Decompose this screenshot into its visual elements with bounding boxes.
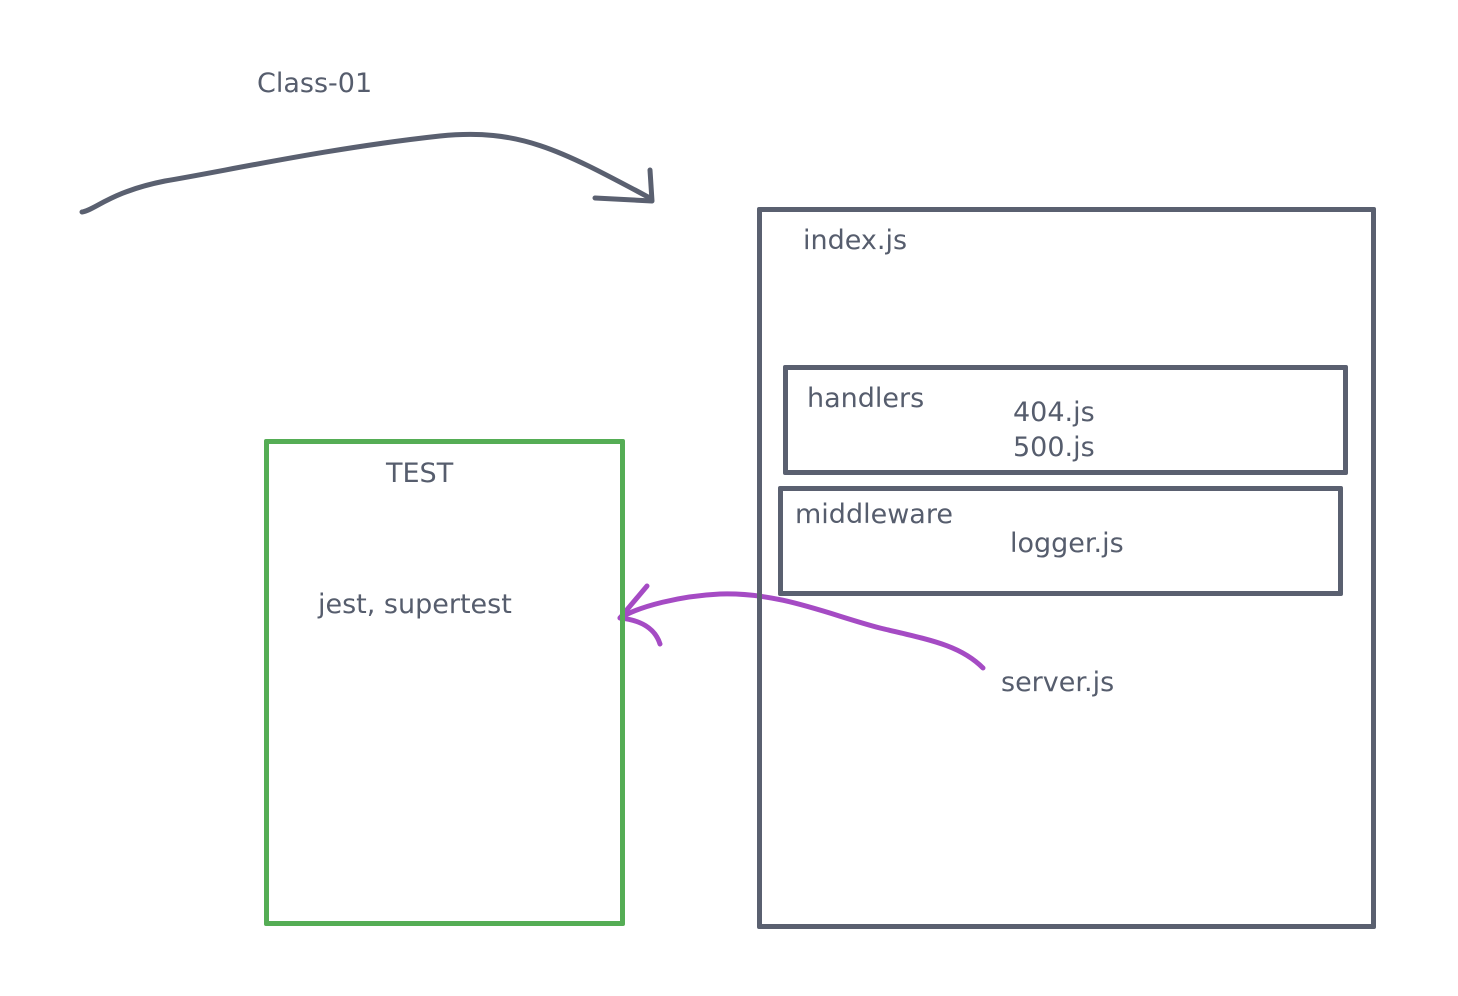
top-arrow-stroke <box>79 131 653 215</box>
test-box-content: jest, supertest <box>318 589 512 620</box>
test-box <box>264 439 625 926</box>
index-js-label: index.js <box>803 225 908 256</box>
handlers-label: handlers <box>807 383 925 414</box>
middleware-box <box>778 486 1343 596</box>
server-js-label: server.js <box>1001 667 1115 698</box>
handlers-box <box>783 365 1348 475</box>
handlers-file-500: 500.js <box>1013 432 1095 463</box>
middleware-label: middleware <box>795 499 953 530</box>
top-arrow-head <box>592 167 655 204</box>
handlers-file-404: 404.js <box>1013 397 1095 428</box>
server-to-test-arrow-stroke <box>617 591 986 671</box>
test-box-label: TEST <box>386 458 454 489</box>
diagram-title: Class-01 <box>257 68 373 99</box>
middleware-file-logger: logger.js <box>1010 528 1124 559</box>
index-js-box <box>757 207 1376 929</box>
